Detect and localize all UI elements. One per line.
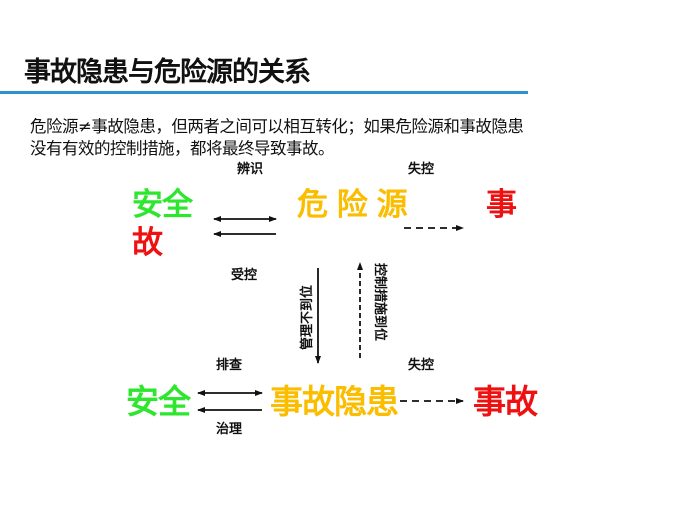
accident-bottom: 事故 — [473, 382, 538, 421]
accident-top-part2: 故 — [132, 225, 163, 261]
label-identify: 辨识 — [237, 162, 264, 177]
label-lose-control-top: 失控 — [408, 162, 435, 177]
label-controlled: 受控 — [231, 268, 258, 283]
title-divider — [0, 91, 528, 94]
body-line-1: 危险源≠事故隐患，但两者之间可以相互转化；如果危险源和事故隐患 — [30, 117, 524, 136]
label-govern: 治理 — [216, 422, 243, 437]
slide-title: 事故隐患与危险源的关系 — [24, 57, 311, 88]
body-line-2: 没有有效的控制措施，都将最终导致事故。 — [30, 139, 335, 158]
safe-bottom: 安全 — [126, 382, 191, 421]
accident-top-part1: 事 — [486, 187, 517, 223]
hidden-danger: 事故隐患 — [270, 382, 399, 421]
safe-top: 安全 — [132, 187, 193, 223]
label-lose-control-bottom: 失控 — [408, 358, 435, 373]
label-inspect: 排查 — [216, 358, 243, 373]
hazard-source: 危 险 源 — [297, 187, 408, 223]
